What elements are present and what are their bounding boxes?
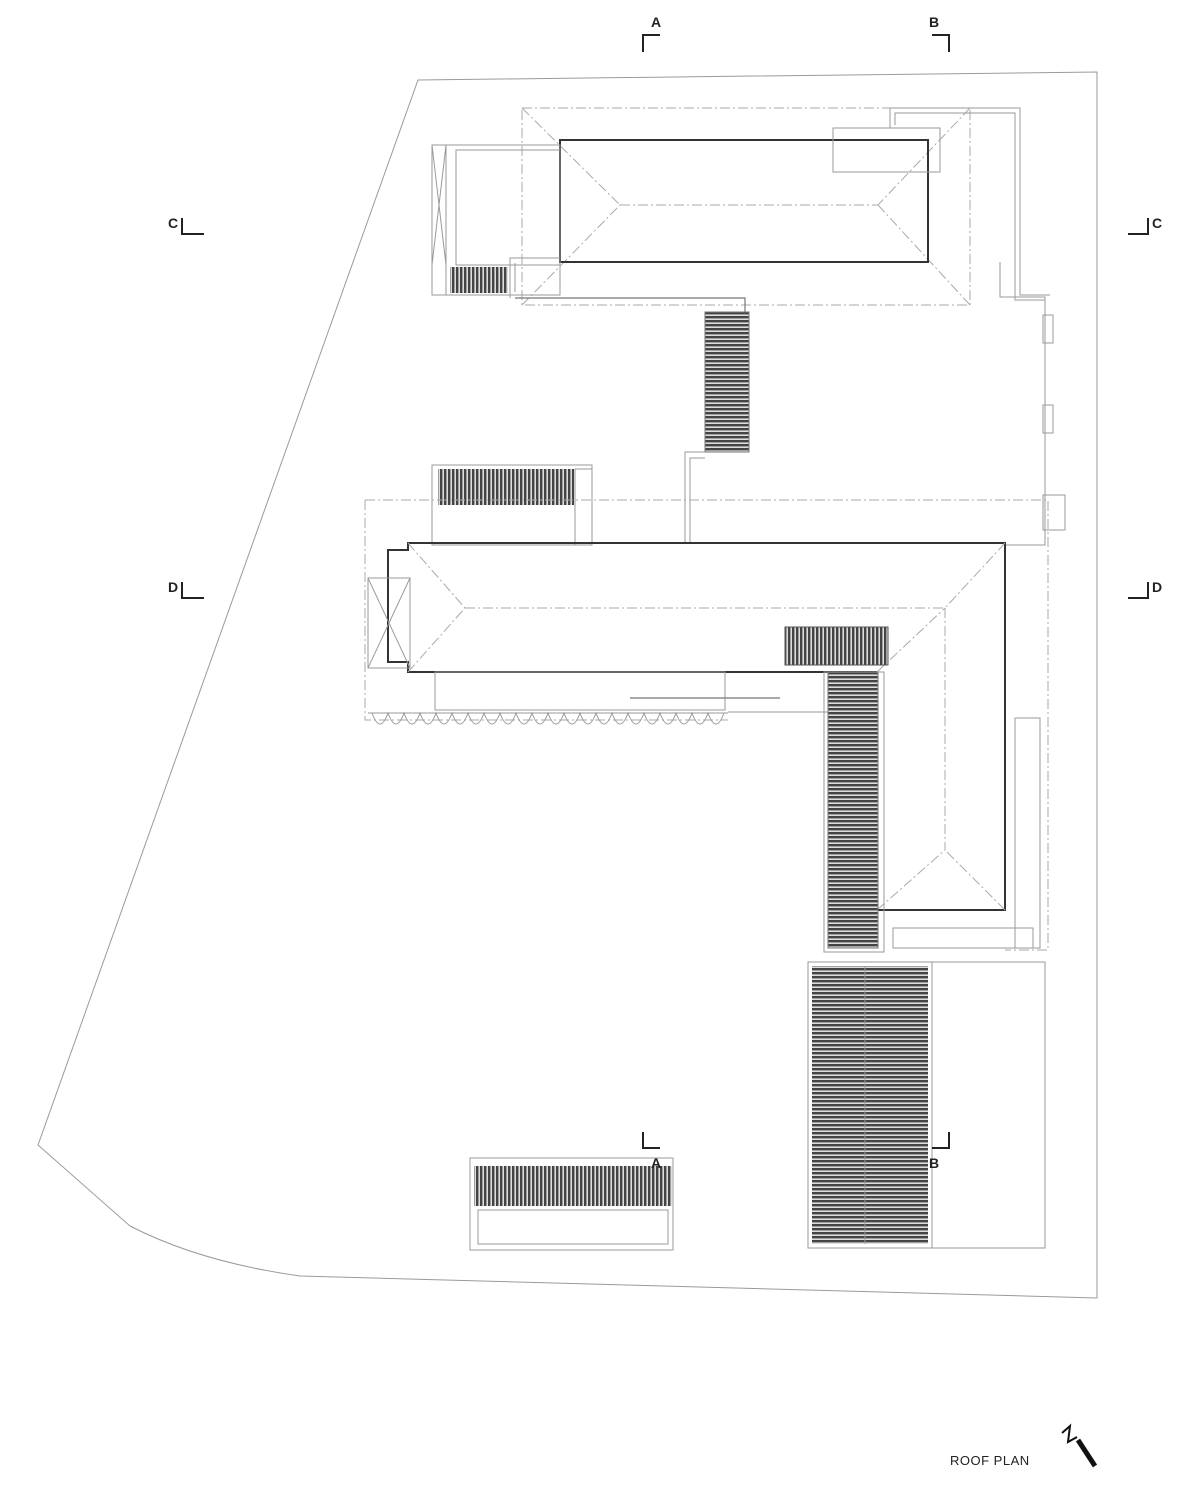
hatched-panel [438, 469, 574, 505]
section-label-c-right: C [1152, 215, 1163, 231]
section-label-a-bottom: A [651, 1155, 662, 1171]
site-boundary [37, 71, 1098, 1299]
hatched-panel [704, 311, 750, 453]
north-arrow-icon [1061, 1423, 1098, 1468]
hatched-panel [450, 267, 508, 293]
hatched-panel [812, 966, 928, 1244]
drawing-title: ROOF PLAN [950, 1453, 1030, 1468]
section-label-b-top: B [929, 14, 940, 30]
pergola [368, 711, 728, 725]
section-label-d-left: D [168, 579, 179, 595]
upper-roof [521, 107, 1050, 306]
hatched-panel [474, 1166, 672, 1206]
section-label-d-right: D [1152, 579, 1163, 595]
section-markers [181, 34, 1149, 1149]
north-label: N [1055, 1418, 1056, 1419]
left-annex [431, 144, 561, 296]
main-roof [364, 499, 1049, 951]
hatched-panel [827, 671, 879, 949]
section-label-a-top: A [651, 14, 662, 30]
section-label-b-bottom: B [929, 1155, 940, 1171]
hatched-panel [784, 626, 889, 666]
section-label-c-left: C [168, 215, 179, 231]
